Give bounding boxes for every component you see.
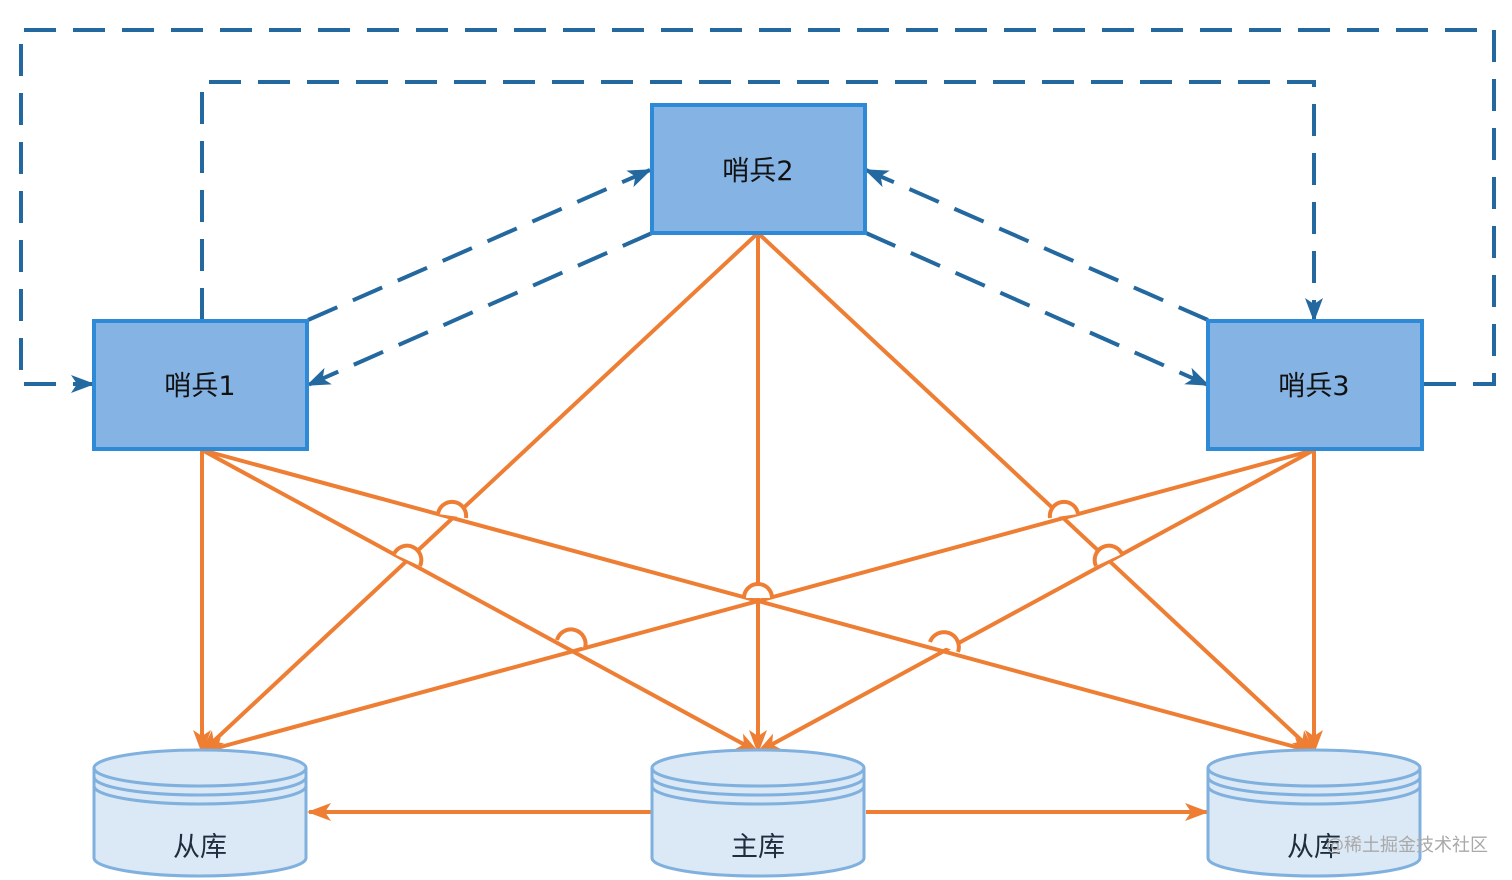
sentinel-node-1: 哨兵1: [92, 319, 309, 451]
monitor-links: [193, 231, 1323, 755]
line-hops: [392, 499, 1124, 653]
hop: [742, 582, 774, 599]
monitor-s2-slave-left: [200, 231, 760, 754]
db-label: 从库: [173, 832, 227, 863]
db-label: 主库: [731, 832, 785, 863]
db-slave-left: 从库: [92, 748, 308, 878]
link-s3-s1-outer: [19, 28, 1496, 393]
link-s2-s3: [865, 231, 1210, 387]
db-label: 从库: [1287, 832, 1341, 863]
hop: [555, 627, 588, 649]
monitor-s3-master: [756, 448, 1315, 754]
sentinel-label: 哨兵1: [164, 371, 235, 402]
sentinel-links: [19, 28, 1496, 393]
hop: [1092, 543, 1124, 567]
link-s3-s2: [864, 168, 1209, 322]
link-s1-s2: [307, 168, 652, 322]
sentinel-node-2: 哨兵2: [650, 103, 867, 235]
link-s2-s1: [306, 231, 653, 387]
monitor-s1-master: [201, 448, 760, 754]
hop: [436, 499, 469, 519]
sentinel-label: 哨兵3: [1278, 371, 1349, 402]
monitor-s2-slave-right: [756, 231, 1316, 754]
sentinel-label: 哨兵2: [722, 156, 793, 187]
sentinel-node-3: 哨兵3: [1206, 319, 1424, 451]
hop: [928, 630, 961, 653]
hop: [1047, 499, 1080, 519]
monitor-s3-slave-left: [200, 448, 1315, 755]
db-slave-right: 从库: [1206, 748, 1422, 878]
hop: [392, 543, 424, 567]
db-master: 主库: [650, 748, 866, 878]
watermark: @稀土掘金技术社区: [1326, 835, 1488, 856]
link-s1-s3-top: [200, 80, 1323, 322]
